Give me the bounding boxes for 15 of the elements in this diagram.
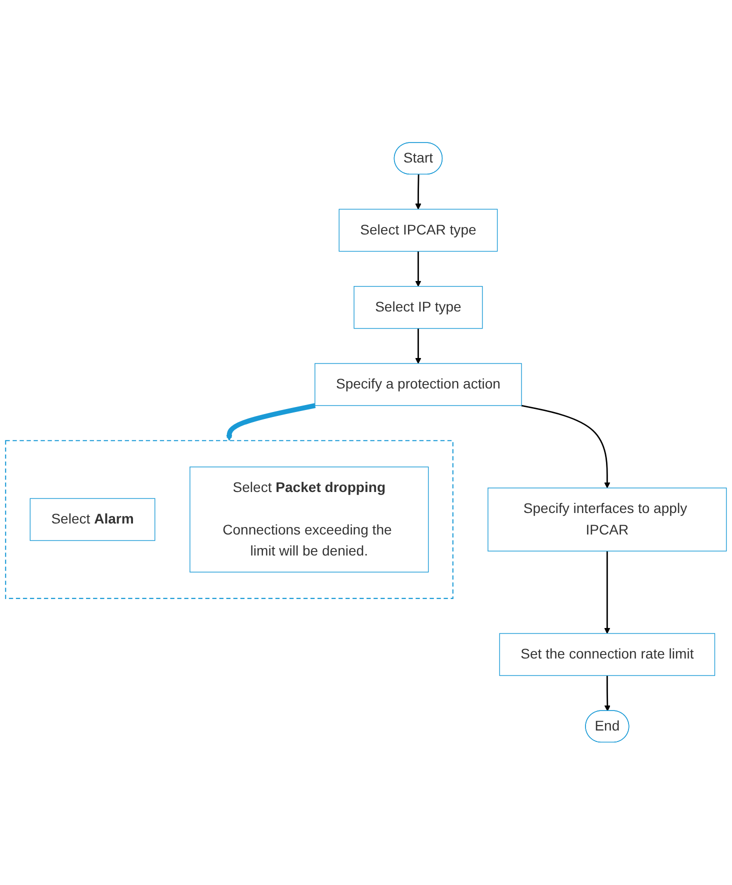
node-box: Specify interfaces to apply IPCAR <box>488 488 727 552</box>
node-box: Set the connection rate limit <box>499 633 716 676</box>
node-box: Select IPCAR type <box>338 208 498 252</box>
arrow <box>604 676 610 712</box>
arrow <box>521 405 610 488</box>
arrow <box>415 174 422 210</box>
arrow <box>415 328 422 364</box>
arrow <box>415 251 422 287</box>
arrow <box>226 403 316 442</box>
node-box: Select IP type <box>354 286 483 329</box>
node-box: Select Alarm <box>30 498 156 542</box>
node-box: Select Packet dropping Connections exceeding the limit will be denied. <box>190 466 429 573</box>
cluster <box>5 440 454 600</box>
node-box: Specify a protection action <box>314 363 522 406</box>
arrow <box>604 551 610 634</box>
